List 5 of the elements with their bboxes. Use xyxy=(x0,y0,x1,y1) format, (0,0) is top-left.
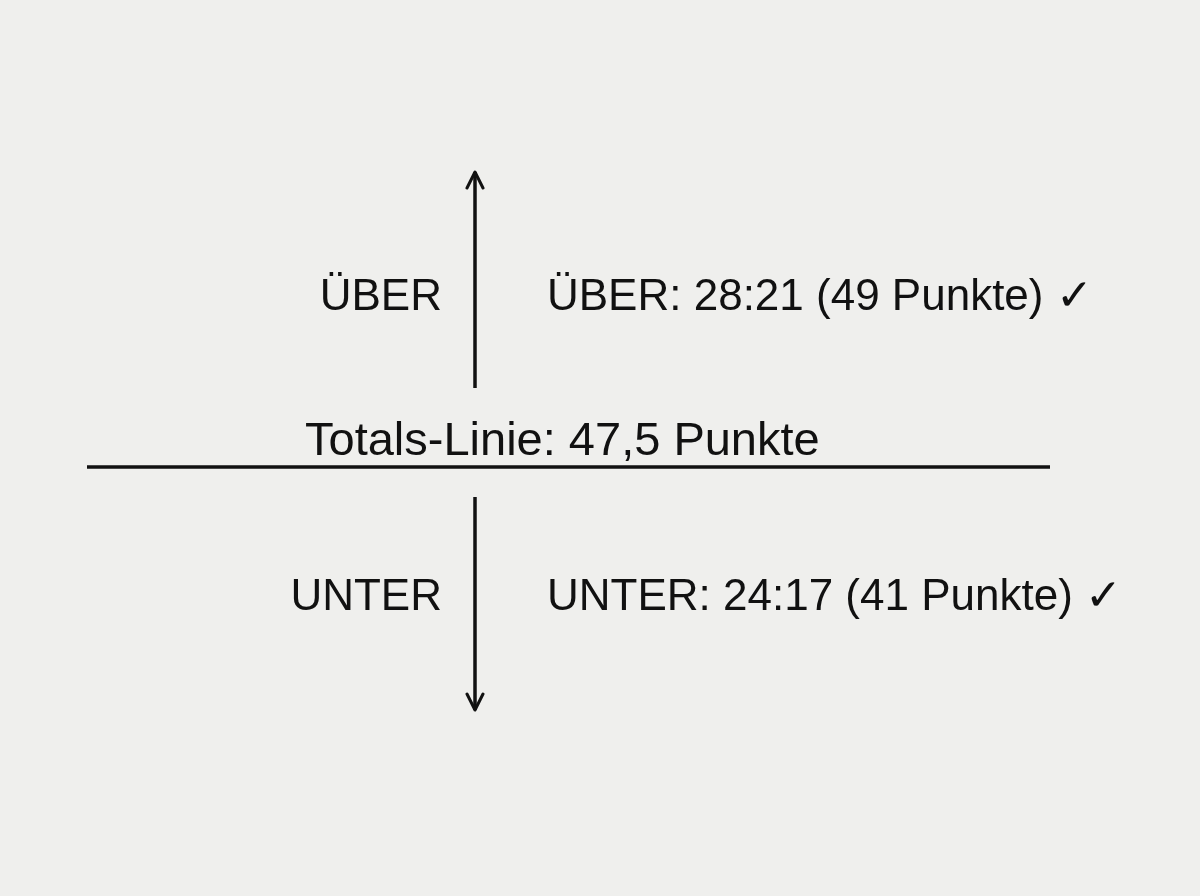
result-text: ÜBER: 28:21 (49 Punkte) ✓ xyxy=(547,271,1093,320)
direction-label: ÜBER xyxy=(319,271,442,320)
result-text: UNTER: 24:17 (41 Punkte) ✓ xyxy=(547,571,1122,620)
line-label: Totals-Linie: 47,5 Punkte xyxy=(305,413,820,465)
direction-label: UNTER xyxy=(290,571,442,620)
